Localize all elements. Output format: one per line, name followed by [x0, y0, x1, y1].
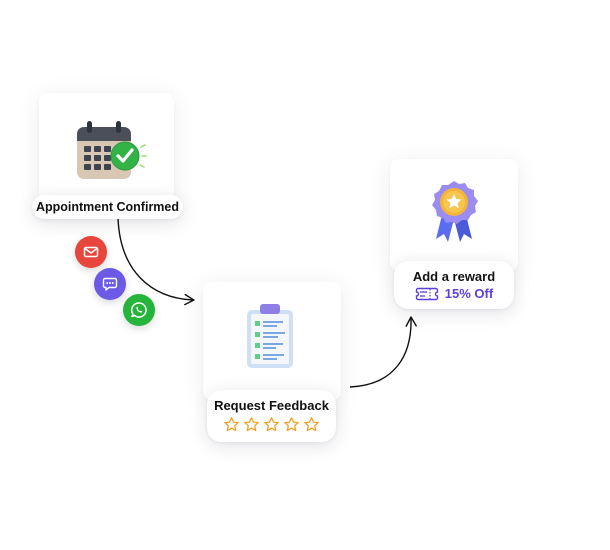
reward-offer-text: 15% Off: [444, 286, 494, 301]
reward-label-text: Add a reward: [412, 269, 496, 284]
clipboard-checklist-icon: [247, 304, 293, 368]
rating-stars: [207, 416, 336, 433]
feedback-label-text: Request Feedback: [214, 398, 329, 413]
reward-card: [390, 159, 518, 271]
feedback-card: [203, 282, 341, 400]
chat-bubble-icon: [102, 277, 118, 291]
appointment-label: Appointment Confirmed: [32, 195, 183, 219]
calendar-check-icon: [77, 121, 147, 179]
whatsapp-icon: [131, 302, 147, 318]
connector-appointment-to-feedback: [117, 217, 195, 306]
whatsapp-channel-icon: [123, 294, 155, 326]
award-ribbon-icon: [432, 181, 478, 242]
reward-label: Add a reward 15% Off: [394, 261, 514, 309]
ticket-icon: [415, 287, 438, 300]
star-icon: [304, 417, 319, 432]
star-icon: [244, 417, 259, 432]
feedback-label: Request Feedback: [207, 390, 336, 442]
star-icon: [224, 417, 239, 432]
connector-feedback-to-reward: [349, 316, 417, 388]
reward-offer: 15% Off: [394, 286, 514, 301]
email-channel-icon: [75, 236, 107, 268]
appointment-label-text: Appointment Confirmed: [35, 200, 180, 214]
star-icon: [264, 417, 279, 432]
envelope-icon: [83, 246, 99, 258]
chat-channel-icon: [94, 268, 126, 300]
star-icon: [284, 417, 299, 432]
appointment-card: [39, 93, 174, 201]
